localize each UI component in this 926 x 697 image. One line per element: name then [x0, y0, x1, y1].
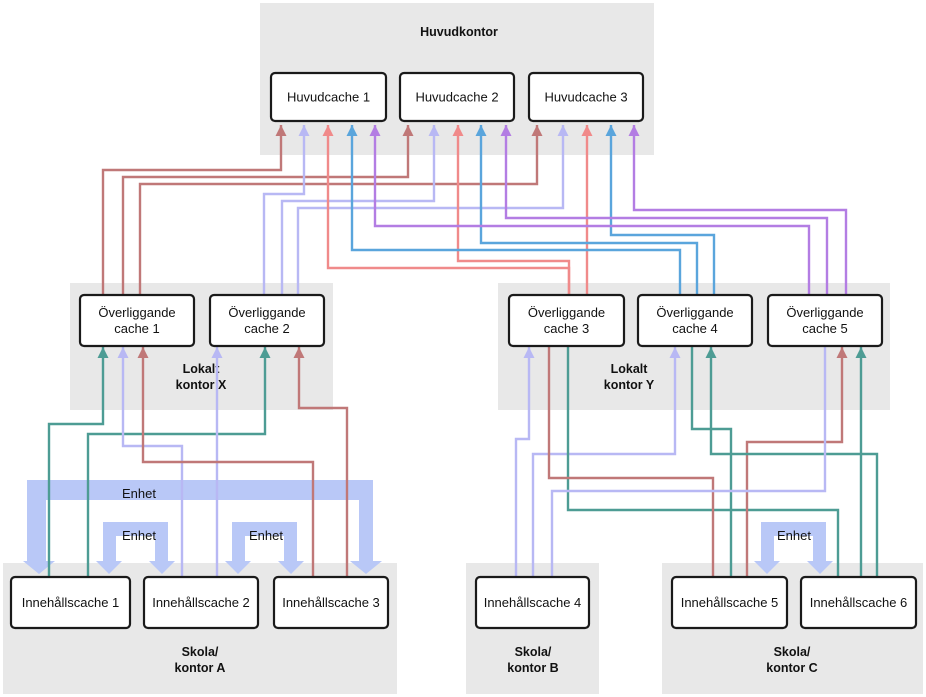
- node-content5: Innehållscache 5: [670, 575, 789, 630]
- node-content6: Innehållscache 6: [799, 575, 918, 630]
- wire-content6-parent5: [855, 347, 867, 577]
- wire-content3-parent1: [137, 347, 315, 577]
- wire-parent3-main2: [452, 125, 571, 297]
- node-label: Huvudcache 1: [287, 90, 370, 105]
- enhet-label-school-c: Enhet: [777, 528, 811, 543]
- node-box: [636, 293, 754, 348]
- group-label: Skola/kontor C: [766, 645, 817, 675]
- node-box: [142, 575, 260, 630]
- wire-content1-parent1: [47, 347, 109, 577]
- node-label: Innehållscache 1: [22, 595, 120, 610]
- node-box: [78, 293, 196, 348]
- node-box: [670, 575, 789, 630]
- enhet-band-wide: [23, 480, 382, 574]
- wire-parent4-main3: [605, 125, 716, 297]
- node-label: Innehållscache 4: [484, 595, 582, 610]
- enhet-band-inner-right: [225, 522, 304, 574]
- wire-parent4-main1: [346, 125, 682, 297]
- wire-content4-parent3: [514, 347, 535, 577]
- wire-parent2-main2: [280, 125, 440, 297]
- wire-parent3-main3: [581, 125, 593, 297]
- node-label: Huvudcache 3: [544, 90, 627, 105]
- group-label: Skola/kontor B: [507, 645, 558, 675]
- enhet-label-wide: Enhet: [122, 486, 156, 501]
- wire-content5-parent5: [745, 347, 848, 577]
- node-content1: Innehållscache 1: [9, 575, 132, 630]
- node-content4: Innehållscache 4: [474, 575, 591, 630]
- group-label: Huvudkontor: [420, 25, 498, 39]
- node-box: [9, 575, 132, 630]
- node-main3: Huvudcache 3: [527, 71, 645, 123]
- node-main2: Huvudcache 2: [398, 71, 516, 123]
- node-content2: Innehållscache 2: [142, 575, 260, 630]
- node-box: [272, 575, 390, 630]
- enhet-band-school-c: [754, 522, 833, 574]
- node-main1: Huvudcache 1: [269, 71, 388, 123]
- enhet-label-inner-right: Enhet: [249, 528, 283, 543]
- enhet-band-inner-left: [96, 522, 175, 574]
- node-label: Huvudcache 2: [415, 90, 498, 105]
- node-label: Innehållscache 2: [152, 595, 250, 610]
- node-box: [527, 71, 645, 123]
- wire-parent5-main2: [500, 125, 829, 297]
- wire-content3-parent2: [293, 347, 349, 577]
- node-box: [766, 293, 884, 348]
- group-label: Skola/kontor A: [175, 645, 226, 675]
- node-label: Innehållscache 5: [681, 595, 779, 610]
- node-box: [269, 71, 388, 123]
- node-box: [799, 575, 918, 630]
- node-box: [398, 71, 516, 123]
- wire-parent5-main1: [369, 125, 811, 297]
- enhet-label-inner-left: Enhet: [122, 528, 156, 543]
- node-content3: Innehållscache 3: [272, 575, 390, 630]
- wire-content1-parent2: [86, 347, 271, 577]
- wire-parent4-main2: [475, 125, 699, 297]
- wire-parent1-main2: [121, 125, 414, 297]
- node-label: Innehållscache 6: [810, 595, 908, 610]
- node-box: [208, 293, 326, 348]
- wire-parent5-main3: [628, 125, 848, 297]
- node-label: Innehållscache 3: [282, 595, 380, 610]
- wire-parent1-main1: [101, 125, 287, 297]
- wire-parent2-main3: [296, 125, 569, 297]
- wire-parent1-main3: [138, 125, 543, 297]
- wire-parent2-main1: [262, 125, 310, 297]
- wire-content4-parent4: [531, 347, 681, 577]
- node-box: [507, 293, 626, 348]
- node-box: [474, 575, 591, 630]
- wire-content6-parent4: [705, 347, 879, 577]
- wire-content2-parent1: [117, 347, 184, 577]
